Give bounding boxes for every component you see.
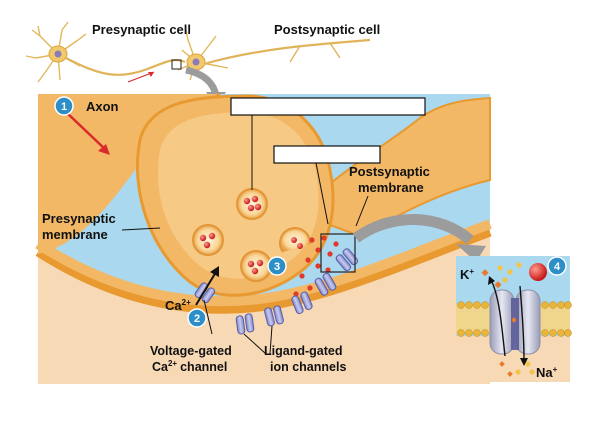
ligand-gated-label-line2: ion channels [270,360,346,374]
svg-text:4: 4 [554,261,561,273]
zoom-source-box [171,59,182,70]
potassium-ion-label: K+ [460,267,474,282]
postsynaptic-membrane-leader [355,195,369,227]
postsynaptic-cell-label: Postsynaptic cell [274,22,380,37]
calcium-influx-arrow-icon [195,271,217,306]
sodium-ion-label: Na+ [536,365,558,380]
ligand-gated-channel [291,291,313,315]
neuron-overview: Presynaptic cell Postsynaptic cell [25,21,380,108]
step-badge-3: 3 [267,256,287,276]
voltage-gated-leader [203,299,213,335]
potassium-efflux-arrow-icon [491,281,506,357]
ligand-gated-channel [235,313,255,335]
neurotransmitter-molecules [293,235,339,297]
ligand-gated-channel [264,305,284,327]
synaptic-vesicle [240,250,272,282]
zoom-arrow-inset-icon [352,214,474,245]
calcium-ion-label: Ca2+ [165,298,191,313]
sodium-influx-arrow-icon [519,285,525,361]
presynaptic-axon-icon [65,57,186,76]
synaptic-vesicle [192,224,224,256]
presynaptic-membrane-leader [121,227,161,231]
postsynaptic-cytoplasm [38,236,490,384]
ion-channel-inset: 4 K+ Na+ [456,256,572,382]
postsynaptic-dendrite [298,96,491,238]
svg-text:3: 3 [274,261,280,273]
postsynaptic-membrane-label-line1: Postsynaptic [349,164,430,179]
postsynaptic-axon-icon [203,38,371,66]
potassium-ions-icon [481,269,517,377]
presynaptic-cell-label: Presynaptic cell [92,22,191,37]
presynaptic-neuron-icon [25,21,87,83]
voltage-gated-label-line1: Voltage-gated [150,344,232,358]
blank-label-box-1[interactable] [230,97,426,116]
axon-label: Axon [86,99,119,114]
bound-neurotransmitter-icon [529,263,547,281]
sodium-ions-icon [497,262,535,375]
ligand-gated-channel [335,248,359,272]
ligand-gated-channel [314,272,337,296]
synaptic-vesicle [236,188,268,220]
blank-label-box-2[interactable] [273,145,381,164]
blank-label-2-leader [315,162,329,225]
step-badge-1: 1 [54,96,74,116]
postsynaptic-nucleus-icon [192,58,200,66]
presynaptic-membrane-label-line2: membrane [42,227,108,242]
postsynaptic-membrane-band [35,227,492,314]
ligand-gated-ion-channel-icon [489,289,541,355]
svg-text:2: 2 [194,313,200,325]
voltage-gated-label-line2: Ca2+channel [152,359,227,374]
step-badge-4: 4 [547,256,567,276]
ligand-gated-leader [243,333,267,355]
synapse-panel: 1 2 3 Axon Presynaptic membrane Postsyna… [35,93,492,384]
presynaptic-membrane-label-line1: Presynaptic [42,211,116,226]
ligand-gated-label-line1: Ligand-gated [264,344,342,358]
presynaptic-nucleus-icon [54,50,62,58]
axon-body [38,94,220,254]
fusing-vesicle [279,227,312,253]
postsynaptic-membrane-label-line2: membrane [358,180,424,195]
svg-text:1: 1 [61,101,67,113]
signal-arrowhead-icon [148,72,154,77]
axon-signal-arrow-icon [65,111,107,151]
zoom-target-box [320,233,356,273]
step-badge-2: 2 [187,308,207,328]
